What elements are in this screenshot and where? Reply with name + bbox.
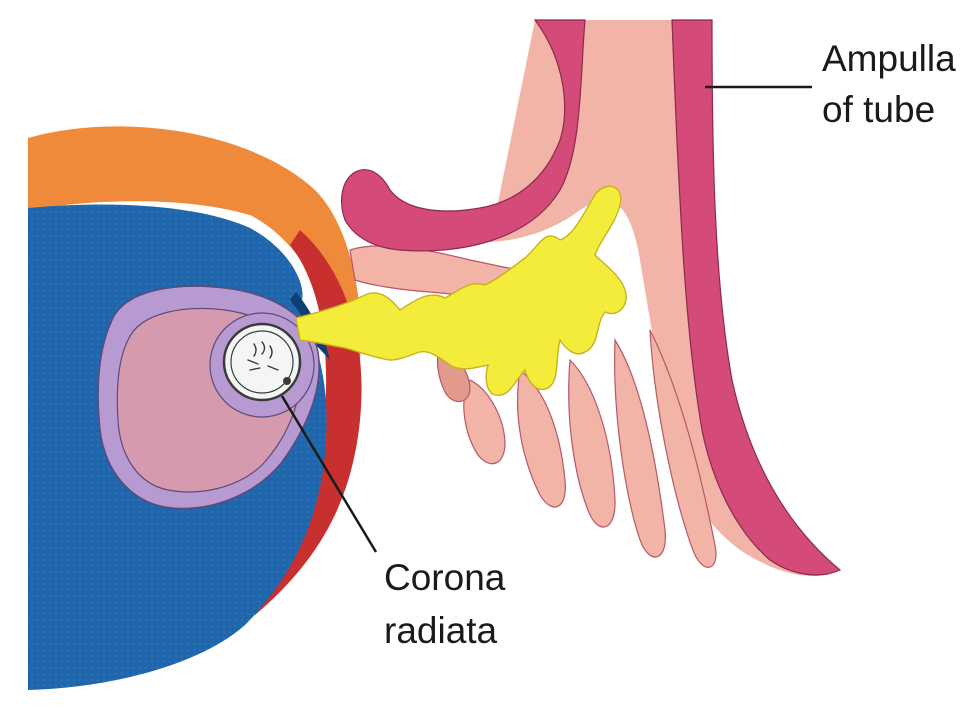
fimbria-finger-2 — [517, 368, 566, 508]
oocyte — [222, 322, 302, 402]
fimbriae-yellow-stream — [295, 185, 627, 396]
fimbria-finger-4 — [614, 338, 666, 558]
corona-label-line2: radiata — [384, 610, 498, 651]
uterine-tube — [341, 19, 842, 577]
fimbria-finger-1 — [463, 379, 506, 465]
ampulla-label-line2: of tube — [822, 89, 935, 130]
tube-magenta-left — [341, 19, 586, 252]
chromosomes-icon — [247, 341, 279, 371]
oocyte-inner-ring — [230, 330, 294, 394]
corona-label-line1: Corona — [384, 557, 506, 598]
zona-pellucida — [222, 322, 302, 402]
ovary-orange-layer — [28, 126, 361, 360]
fimbria-finger-3 — [568, 358, 616, 528]
corona-leader-line — [280, 395, 378, 553]
fimbria-finger-5 — [649, 329, 717, 568]
polar-body — [283, 377, 291, 385]
tube-wall — [490, 20, 840, 577]
ampulla-label-line1: Ampulla — [822, 38, 956, 79]
tube-magenta-right — [671, 19, 842, 576]
